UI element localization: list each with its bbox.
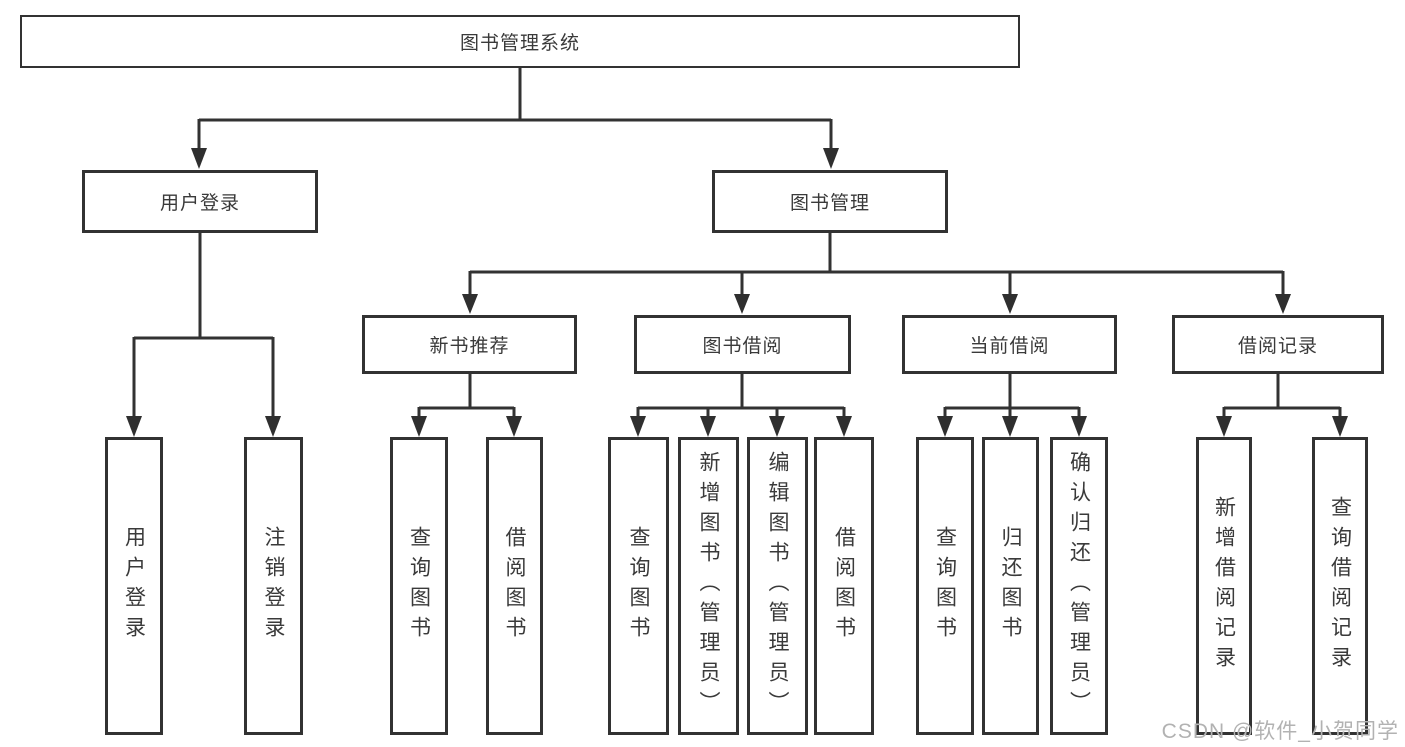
leaf-add-borrow-record: 新增借阅记录 [1196,437,1252,735]
leaf-query-borrow-record: 查询借阅记录 [1312,437,1368,735]
node-label: 借阅图书 [503,526,526,646]
leaf-return-books: 归还图书 [982,437,1039,735]
node-label: 确认归还（管理员） [1067,451,1091,721]
leaf-confirm-return-admin: 确认归还（管理员） [1050,437,1108,735]
node-label: 用户登录 [122,526,146,646]
leaf-user-login: 用户登录 [105,437,163,735]
node-label: 图书借阅 [702,336,783,357]
node-label: 归还图书 [999,526,1022,646]
node-label: 编辑图书（管理员） [766,451,789,721]
node-label: 用户登录 [159,193,240,214]
node-label: 查询图书 [407,526,431,646]
node-label: 借阅记录 [1237,336,1318,357]
leaf-query-books-current: 查询图书 [916,437,974,735]
leaf-query-books-recommend: 查询图书 [390,437,448,735]
node-library-management-system: 图书管理系统 [20,15,1020,68]
node-current-borrowing: 当前借阅 [902,315,1117,374]
node-new-book-recommendation: 新书推荐 [362,315,577,374]
node-label: 查询图书 [933,526,957,646]
node-user-login: 用户登录 [82,170,318,233]
node-label: 注销登录 [262,526,285,646]
leaf-edit-books-admin: 编辑图书（管理员） [747,437,808,735]
node-borrowing-records: 借阅记录 [1172,315,1384,374]
leaf-borrow-books-recommend: 借阅图书 [486,437,543,735]
csdn-watermark: CSDN @软件_小贺同学 [1161,720,1399,743]
leaf-query-books-borrowing: 查询图书 [608,437,669,735]
leaf-add-books-admin: 新增图书（管理员） [678,437,739,735]
node-label: 图书管理 [789,193,870,214]
node-label: 查询图书 [627,526,650,646]
node-book-borrowing: 图书借阅 [634,315,851,374]
node-label: 图书管理系统 [459,33,580,54]
node-label: 新增图书（管理员） [697,451,720,721]
node-book-management: 图书管理 [712,170,948,233]
leaf-borrow-books: 借阅图书 [814,437,874,735]
leaf-logout: 注销登录 [244,437,303,735]
node-label: 新书推荐 [429,336,510,357]
node-label: 查询借阅记录 [1328,496,1352,676]
node-label: 借阅图书 [832,526,856,646]
node-label: 当前借阅 [969,336,1050,357]
node-label: 新增借阅记录 [1212,496,1236,676]
